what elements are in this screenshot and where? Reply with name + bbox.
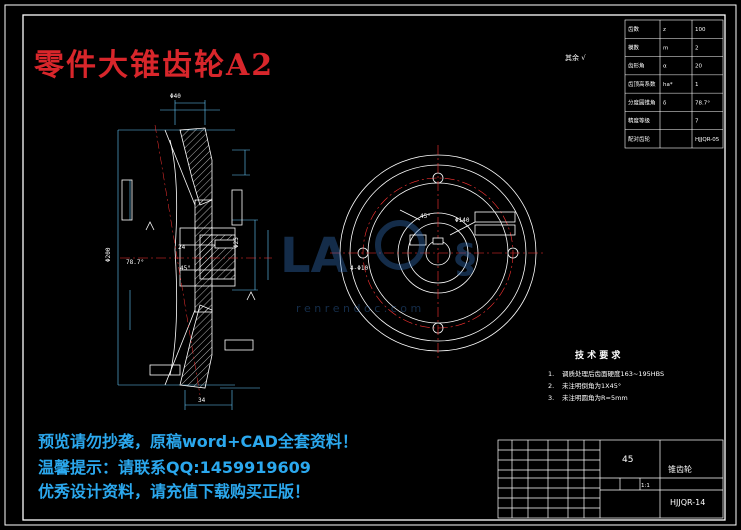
param-cell: 齿形角	[628, 62, 645, 70]
dim-angle2: 45°	[180, 265, 191, 272]
tech-heading: 技 术 要 求	[575, 349, 621, 361]
param-cell: α	[663, 64, 667, 70]
tech-item-3-text: 未注明圆角为R=5mm	[562, 393, 628, 402]
param-cell: ha*	[663, 82, 673, 88]
watermark: LA § r e n r e n d o c . c o m	[280, 220, 475, 315]
dim-holes: 4-Φ10	[350, 265, 368, 272]
inner-frame	[22, 14, 726, 521]
tech-item-3: 3.	[548, 394, 554, 402]
param-table-rows: 齿数 z 100 模数 m 2 齿形角 α 20 齿顶高系数 ha* 1 分度圆锥角 δ 78.7° 精度等级…	[625, 25, 723, 143]
param-cell: 20	[695, 64, 702, 70]
dim-angle: 78.7°	[126, 259, 144, 266]
scale: 1:1	[641, 483, 650, 489]
front-view	[330, 145, 546, 361]
page-title: 零件大锥齿轮A2	[34, 48, 275, 83]
param-cell: 模数	[628, 43, 640, 51]
section-dim-text: Φ40 Φ200 Φ25 24 45° 78.7° 34	[105, 93, 240, 404]
param-cell: 齿顶高系数	[628, 80, 656, 88]
dim-bore: Φ25	[233, 237, 240, 248]
front-dim-text: Φ140 45° 4-Φ10	[350, 213, 470, 272]
dim-len1: 24	[178, 244, 186, 251]
param-cell: 精度等级	[628, 117, 651, 125]
tech-item-2: 2.	[548, 382, 554, 390]
outer-frame	[4, 4, 737, 526]
param-cell: 配对齿轮	[628, 135, 651, 143]
dim-bolt: Φ140	[455, 217, 470, 224]
check-note: 其余 √	[565, 53, 586, 62]
param-cell: δ	[663, 100, 667, 106]
param-cell: 齿数	[628, 25, 640, 33]
param-cell: 78.7°	[695, 100, 710, 106]
param-cell: 2	[695, 45, 699, 51]
drawing-no: HJJQR-14	[670, 498, 705, 507]
part-name: 锥齿轮	[668, 464, 692, 474]
dim-top: Φ40	[170, 93, 181, 100]
promo-buy: 优秀设计资料，请充值下载购买正版！	[38, 482, 311, 501]
dim-outer: Φ200	[105, 247, 112, 262]
tech-item-2-text: 未注明倒角为1X45°	[562, 381, 621, 390]
param-table	[624, 19, 724, 149]
section-view	[117, 100, 272, 410]
watermark-url: r e n r e n d o c . c o m	[296, 302, 421, 315]
param-cell: HJJQR-05	[695, 137, 720, 143]
title-block	[497, 439, 724, 519]
tech-requirements: 技 术 要 求 1. 调质处理后齿面硬度163~195HBS 2. 未注明倒角为…	[548, 349, 664, 402]
param-cell: m	[663, 45, 668, 51]
material: 45	[622, 455, 633, 465]
tech-item-1: 1.	[548, 370, 554, 378]
tech-item-1-text: 调质处理后齿面硬度163~195HBS	[562, 369, 664, 378]
param-cell: 分度圆锥角	[628, 98, 656, 106]
svg-text:LA: LA	[280, 228, 348, 284]
param-cell: 100	[695, 27, 706, 33]
param-cell: 7	[695, 119, 699, 125]
promo-contact: 温馨提示：请联系QQ:1459919609	[38, 458, 311, 477]
title-block-text: 45 锥齿轮 HJJQR-14 1:1	[622, 455, 705, 507]
promo-preview: 预览请勿抄袭，原稿word+CAD全套资料！	[38, 432, 358, 451]
param-cell: z	[663, 27, 666, 33]
svg-text:§: §	[455, 236, 475, 282]
dim-angle3: 45°	[420, 213, 431, 220]
param-cell: 1	[695, 82, 699, 88]
dim-len2: 34	[198, 397, 206, 404]
